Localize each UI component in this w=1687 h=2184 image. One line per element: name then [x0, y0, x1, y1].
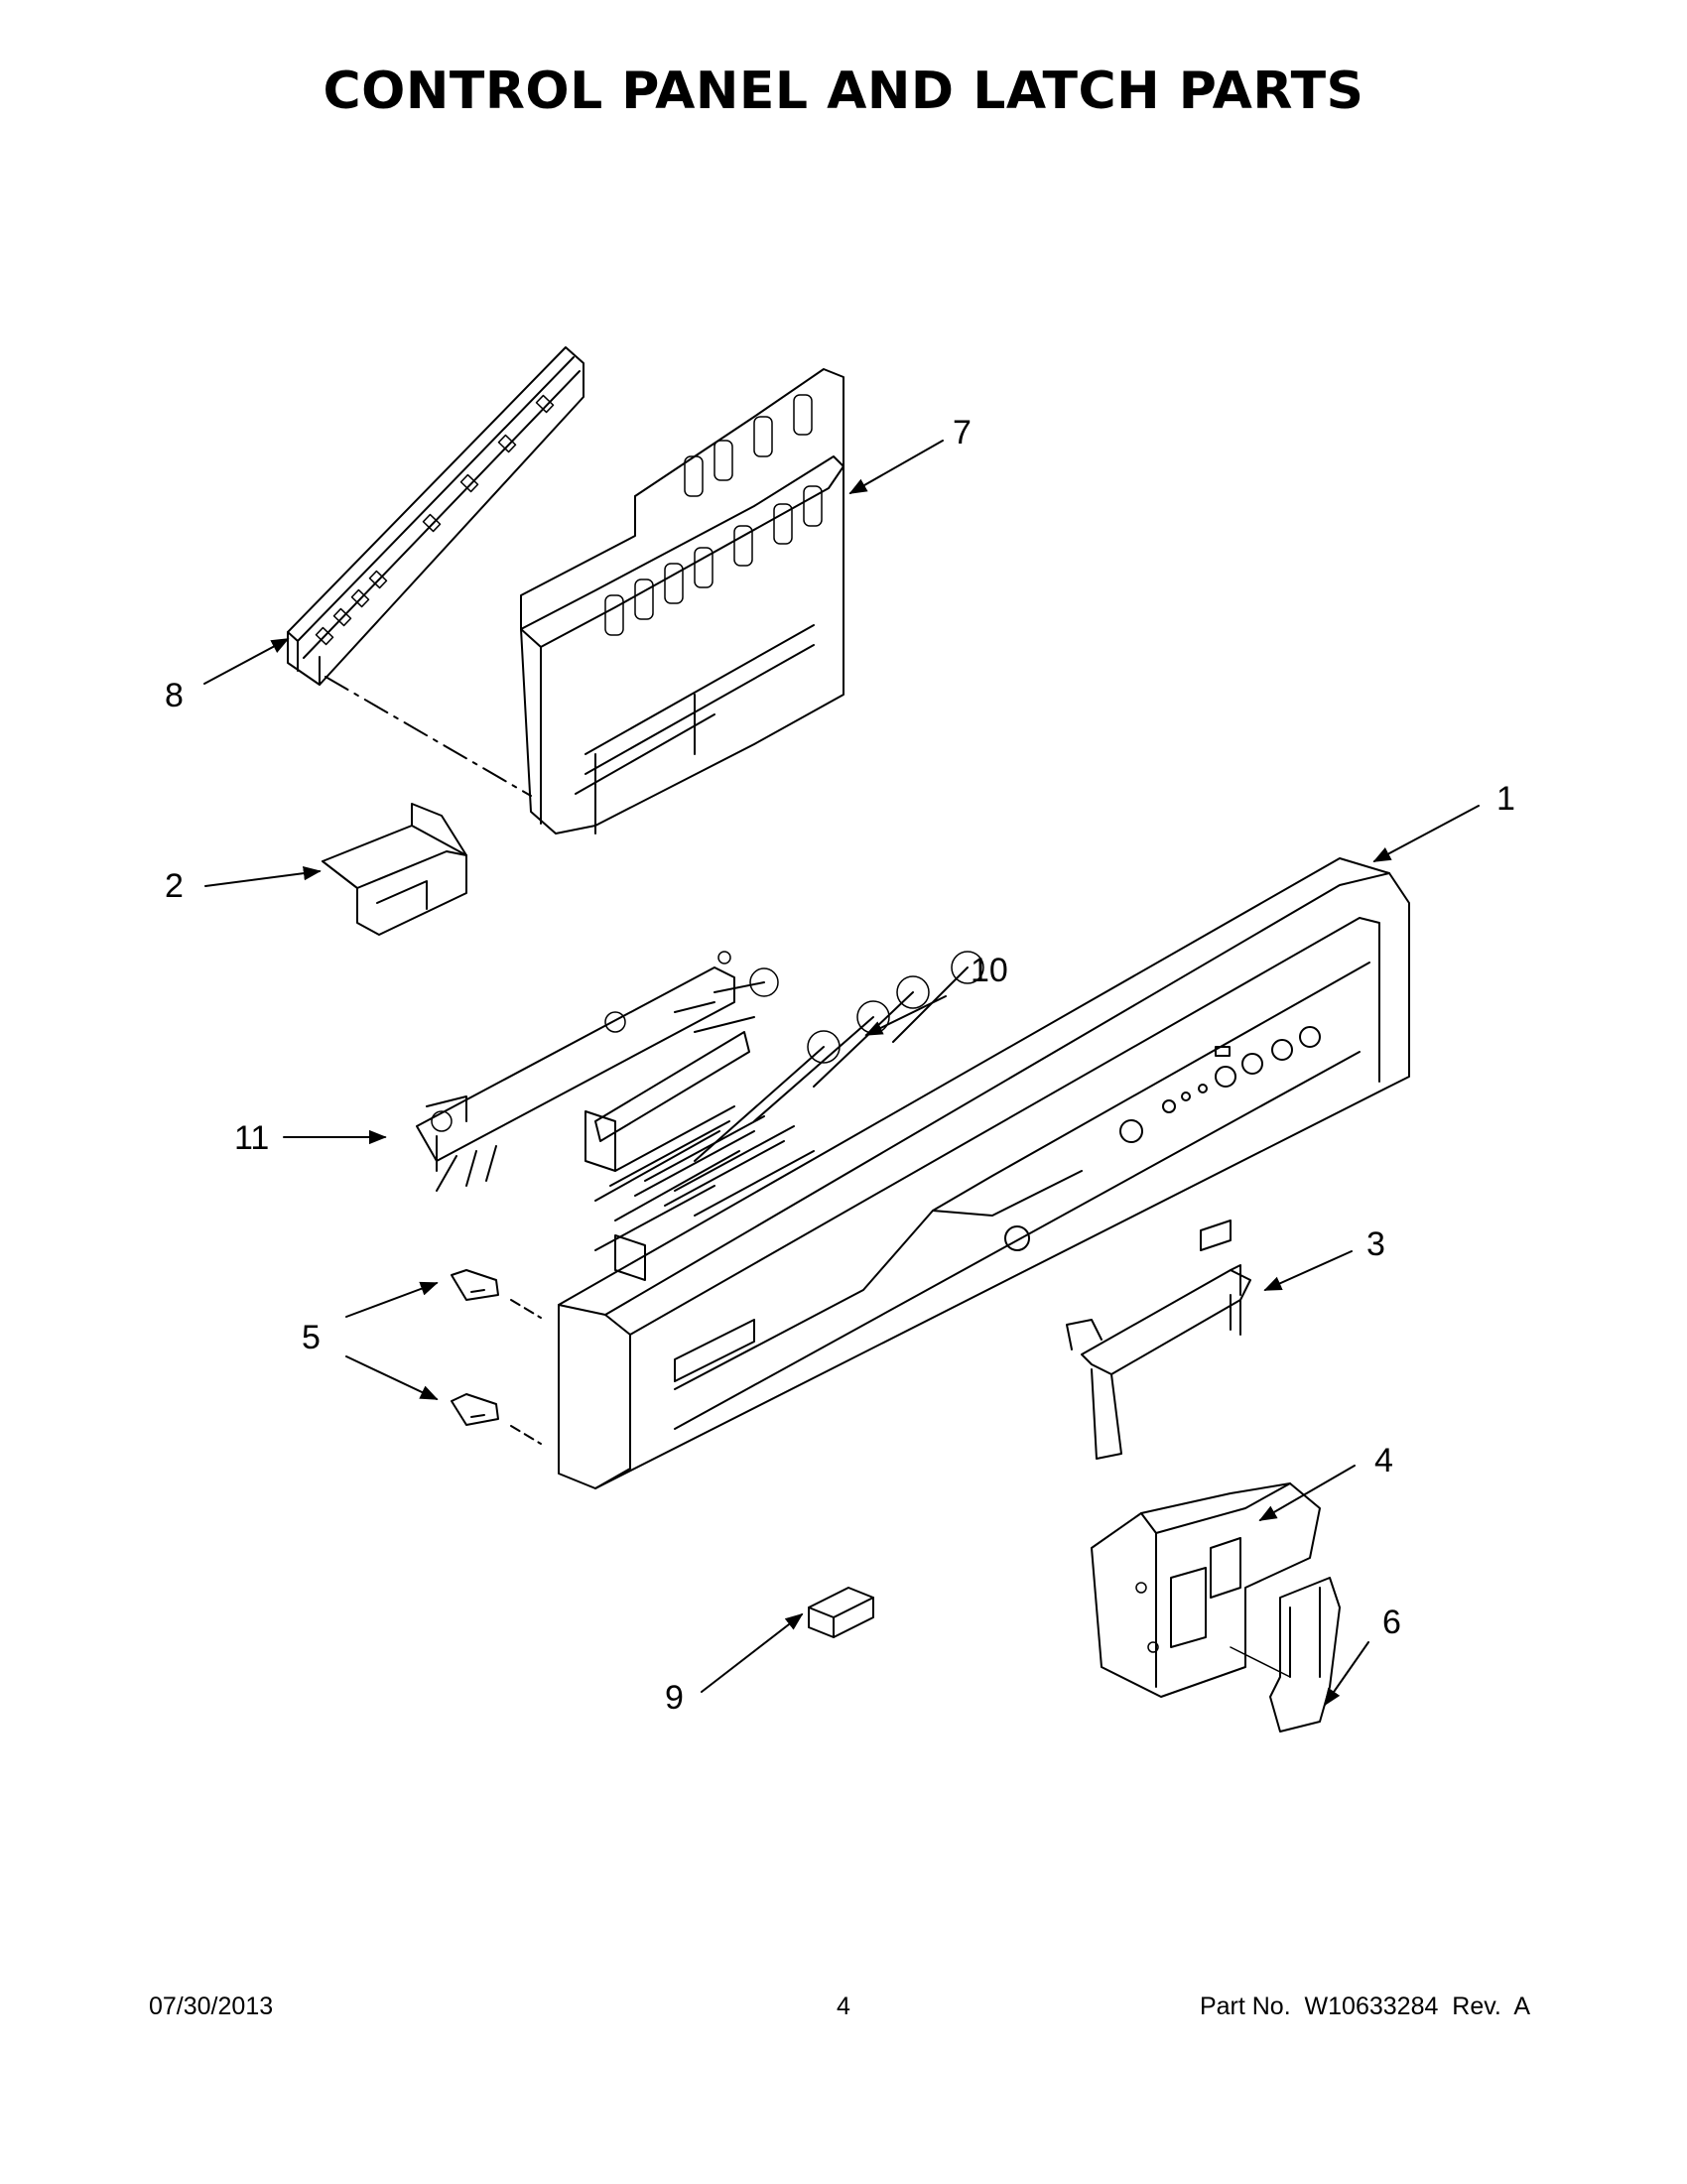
- footer-page-number: 4: [837, 1992, 850, 2020]
- callout-11: 11: [234, 1119, 269, 1157]
- callout-3: 3: [1366, 1225, 1385, 1263]
- part-2-shield: [322, 803, 467, 936]
- footer-date: 07/30/2013: [149, 1992, 274, 2020]
- part-5-screws: [451, 1269, 542, 1445]
- alignment-dashed-line: [324, 676, 532, 797]
- callout-labels: 1 2 3 4 5 6 7 8 9 10 11: [165, 414, 1515, 1717]
- part-7-control-board: [520, 368, 844, 835]
- part-9-switch: [808, 1587, 874, 1638]
- part-10-control-buttons: [584, 951, 984, 1281]
- callout-4: 4: [1374, 1442, 1393, 1479]
- footer-part-number: Part No. W10633284 Rev. A: [1199, 1992, 1530, 2020]
- part-3-latch-strike: [1066, 1220, 1251, 1460]
- callout-1: 1: [1496, 780, 1515, 818]
- callout-5: 5: [302, 1319, 321, 1356]
- callout-7: 7: [953, 414, 972, 451]
- callout-10: 10: [971, 952, 1008, 989]
- leader-lines: [203, 440, 1480, 1707]
- part-4-door-latch: [1091, 1482, 1321, 1698]
- part-8-connector-bracket: [287, 346, 584, 686]
- callout-6: 6: [1382, 1604, 1401, 1641]
- part-11-button-bracket: [416, 951, 735, 1192]
- part-6-latch-actuator: [1230, 1577, 1341, 1733]
- part-1-control-panel: [558, 857, 1410, 1489]
- callout-8: 8: [165, 677, 184, 714]
- page-title: CONTROL PANEL AND LATCH PARTS: [323, 62, 1364, 121]
- callout-9: 9: [665, 1679, 684, 1717]
- callout-2: 2: [165, 867, 184, 905]
